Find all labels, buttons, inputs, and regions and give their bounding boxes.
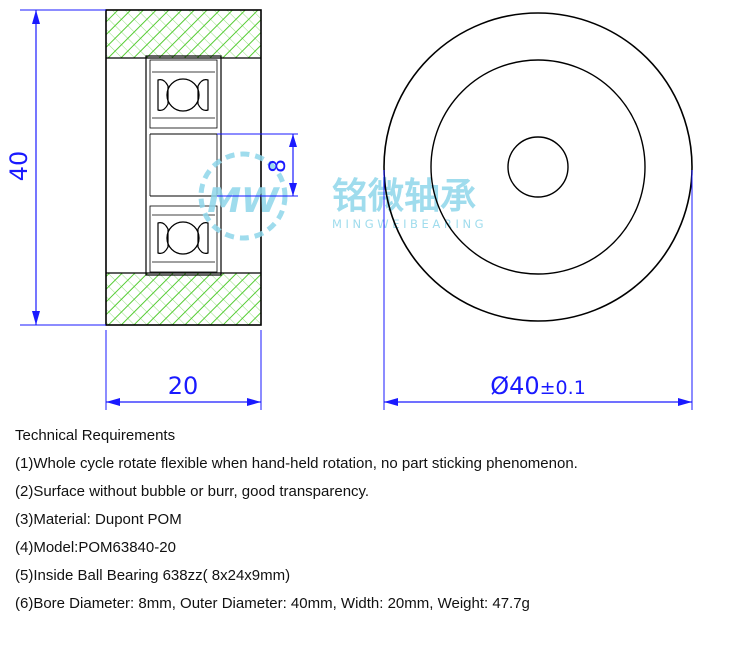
front-view xyxy=(383,12,693,322)
bore-dim-label: 8 xyxy=(266,159,291,173)
diameter-tolerance-label: ±0.1 xyxy=(540,377,586,399)
width-dimension: 20 xyxy=(105,330,262,410)
requirement-item: (4)Model:POM63840-20 xyxy=(15,539,176,556)
diameter-dim-label: Ø40 xyxy=(490,372,539,400)
requirement-item: (3)Material: Dupont POM xyxy=(15,511,182,528)
requirement-item: (2)Surface without bubble or burr, good … xyxy=(15,483,370,500)
height-dimension: 40 xyxy=(5,9,106,326)
requirement-item: (6)Bore Diameter: 8mm, Outer Diameter: 4… xyxy=(15,595,530,612)
bearing-circle xyxy=(430,59,646,275)
top-ball xyxy=(166,78,200,112)
width-dim-label: 20 xyxy=(168,372,199,400)
height-dim-label: 40 xyxy=(5,151,33,182)
side-section-view xyxy=(105,9,262,326)
technical-drawing: MW 铭微轴承 MINGWEIBEARING 40 8 20 xyxy=(5,9,693,410)
diameter-dimension: Ø40±0.1 xyxy=(383,170,693,410)
bore-circle xyxy=(507,136,569,198)
requirements-title: Technical Requirements xyxy=(15,427,176,444)
requirement-item: (1)Whole cycle rotate flexible when hand… xyxy=(15,455,578,472)
svg-text:MW: MW xyxy=(207,181,280,221)
bearing-outline xyxy=(145,55,222,276)
outer-circle xyxy=(383,12,693,322)
watermark-brand-en: MINGWEIBEARING xyxy=(332,217,487,231)
bore-dimension: 8 xyxy=(217,133,298,197)
brand-watermark: MW 铭微轴承 MINGWEIBEARING xyxy=(198,151,487,241)
watermark-brand-cn: 铭微轴承 xyxy=(332,176,476,217)
requirement-item: (5)Inside Ball Bearing 638zz( 8x24x9mm) xyxy=(15,567,291,584)
bottom-ball xyxy=(166,221,200,255)
svg-text:Ø40±0.1: Ø40±0.1 xyxy=(490,372,586,400)
technical-requirements: Technical Requirements (1)Whole cycle ro… xyxy=(15,422,735,618)
